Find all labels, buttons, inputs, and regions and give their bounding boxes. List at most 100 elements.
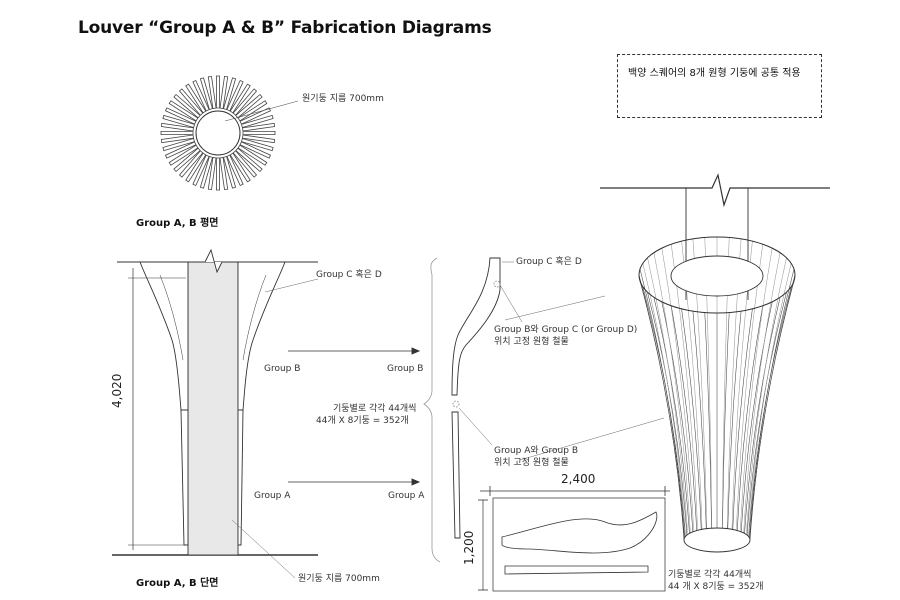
perspective-fin: [647, 292, 688, 546]
plan-fin: [223, 77, 237, 110]
plan-fin: [226, 79, 244, 112]
plan-fin: [178, 88, 204, 116]
section-label-group-a: Group A: [254, 491, 291, 501]
column-circle: [195, 110, 241, 156]
perspective-base: [683, 527, 751, 553]
nested-piece-b: [501, 511, 658, 554]
plan-fin: [185, 83, 207, 114]
section-height-dim: 4,020: [110, 373, 124, 408]
plan-fin: [192, 79, 210, 112]
perspective-fin: [746, 257, 787, 535]
detail-ring-ab-line2: 위치 고정 원형 철물: [494, 458, 569, 468]
perspective-fin: [642, 286, 686, 544]
perspective-rim: [638, 236, 796, 314]
plan-caption: Group A, B 평면: [136, 218, 219, 229]
plan-fin: [239, 141, 272, 159]
louver-left-b: [139, 261, 189, 411]
plan-fin: [216, 157, 220, 191]
plan-fin: [168, 144, 199, 166]
plan-fin: [216, 75, 220, 109]
plan-fin: [199, 77, 213, 110]
plan-fin: [178, 150, 204, 178]
sheet-height-dim: 1,200: [462, 530, 476, 565]
plan-fin: [223, 156, 237, 189]
perspective-fin: [721, 312, 730, 552]
perspective-fin: [726, 311, 742, 552]
plan-fin: [229, 152, 251, 183]
detail-label-group-a: Group A: [388, 491, 425, 501]
louver-right-b: [237, 261, 286, 411]
sheet-outline: [492, 497, 666, 592]
perspective-fin: [743, 297, 781, 548]
plan-fin: [235, 93, 263, 119]
plan-fin: [241, 138, 274, 152]
detail-count-line1: 기둥별로 각각 44개씩: [333, 404, 417, 414]
break-mark: [188, 248, 238, 274]
plan-leader-line: [224, 100, 299, 122]
detail-ring-ab-line1: Group A와 Group B: [494, 446, 578, 456]
plan-diameter-label: 원기둥 지름 700mm: [302, 94, 384, 104]
perspective-fin: [642, 263, 686, 537]
plan-fin: [242, 131, 276, 135]
perspective-fin: [681, 308, 703, 551]
detail-count-line2: 44개 X 8기둥 = 352개: [316, 416, 409, 426]
section-diameter-label: 원기둥 지름 700mm: [298, 574, 380, 584]
perspective-break-mark: [687, 173, 748, 208]
sheet-width-dim: 2,400: [561, 472, 596, 486]
perspective-fin: [661, 248, 694, 532]
piece-group-b: [451, 257, 501, 396]
plan-fin: [207, 157, 217, 191]
perspective-fin: [749, 280, 795, 542]
perspective-fin: [749, 274, 796, 541]
plan-fin: [162, 114, 195, 128]
plan-fin: [241, 114, 274, 128]
plan-fin: [199, 156, 213, 189]
perspective-fin: [653, 252, 691, 533]
plan-fin: [160, 131, 194, 135]
perspective-fin: [670, 305, 698, 550]
plan-fin: [232, 150, 258, 178]
detail-louver-pieces: [423, 257, 665, 563]
plan-fin: [160, 134, 194, 144]
page-title: Louver “Group A & B” Fabrication Diagram…: [78, 18, 492, 38]
section-label-group-cd: Group C 혹은 D: [316, 270, 382, 280]
plan-fin: [160, 122, 194, 132]
column-section: [187, 261, 239, 556]
perspective-fin: [647, 257, 688, 535]
plan-fin: [168, 100, 199, 122]
sheet-count-line2: 44 개 X 8기둥 = 352개: [668, 582, 764, 592]
nested-piece-a: [504, 565, 649, 575]
plan-fin: [185, 152, 207, 183]
section-label-group-b: Group B: [264, 364, 301, 374]
perspective-fin: [746, 292, 787, 546]
sheet-count-line1: 기둥별로 각각 44개씩: [668, 570, 752, 580]
plan-fin: [229, 83, 251, 114]
plan-fin: [235, 147, 263, 173]
piece-group-a: [451, 411, 461, 539]
plan-fin: [237, 144, 268, 166]
plan-fin: [162, 138, 195, 152]
plan-fin: [173, 93, 201, 119]
perspective-view: [600, 173, 830, 553]
detail-label-group-cd: Group C 혹은 D: [516, 257, 582, 267]
perspective-fin: [740, 248, 773, 532]
detail-label-group-b: Group B: [387, 364, 424, 374]
plan-fin: [173, 147, 201, 173]
plan-fin: [219, 75, 229, 109]
plan-fin: [239, 107, 272, 125]
plan-fin: [226, 154, 244, 187]
perspective-fin: [653, 297, 691, 548]
perspective-fin: [692, 311, 708, 552]
note-text: 백양 스퀘어의 8개 원형 기둥에 공통 적용: [628, 68, 801, 79]
perspective-fin: [743, 252, 781, 533]
plan-fin: [242, 134, 276, 144]
plan-fin: [164, 107, 197, 125]
perspective-fin: [748, 263, 792, 537]
perspective-fin: [639, 280, 685, 542]
perspective-fin: [704, 312, 713, 552]
section-view-drawing: [112, 248, 421, 579]
plan-fin: [237, 100, 268, 122]
perspective-fin: [731, 308, 753, 551]
